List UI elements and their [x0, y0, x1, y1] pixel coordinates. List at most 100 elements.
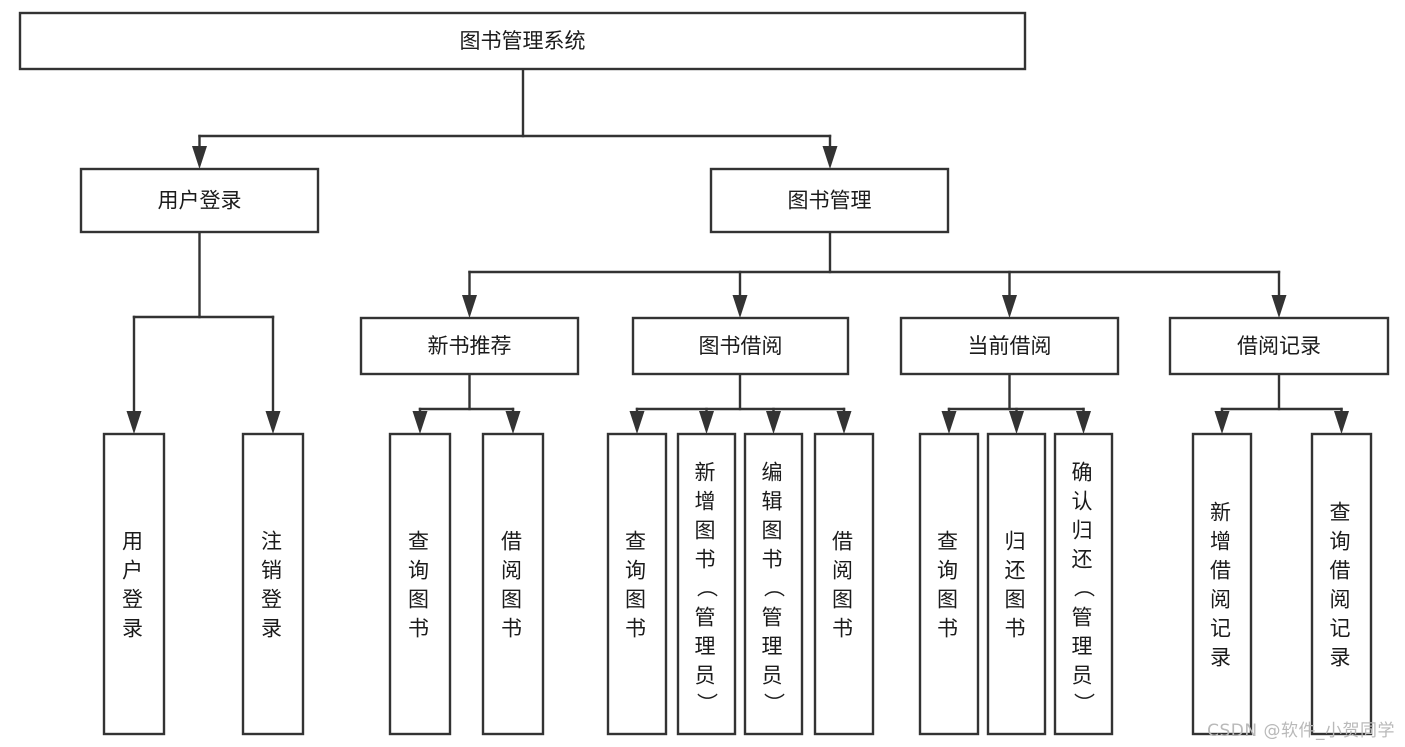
node-box[interactable] — [918, 432, 980, 736]
node-root-图书管理系统[interactable]: 图书管理系统 — [18, 11, 1027, 71]
arrow-head — [505, 411, 521, 434]
node-box[interactable] — [1053, 432, 1114, 736]
svg-text:阅: 阅 — [832, 559, 856, 583]
svg-text:录: 录 — [122, 617, 146, 641]
node-box[interactable] — [18, 11, 1027, 71]
arrow-head — [1076, 411, 1091, 434]
csdn-watermark: CSDN @软件_小贺同学 — [1207, 721, 1395, 741]
arrow-head — [941, 411, 957, 434]
svg-text:借: 借 — [501, 530, 525, 554]
svg-text:认: 认 — [1072, 490, 1096, 514]
node-box[interactable] — [743, 432, 804, 736]
svg-text:阅: 阅 — [501, 559, 525, 583]
node-leaf-0[interactable]: 用户登录 — [102, 432, 166, 736]
node-label: 新书推荐 — [428, 334, 512, 358]
node-level3-2[interactable]: 当前借阅 — [899, 316, 1120, 376]
svg-text:辑: 辑 — [762, 490, 786, 514]
node-box[interactable] — [102, 432, 166, 736]
svg-text:编: 编 — [762, 461, 786, 485]
arrow-head — [1214, 411, 1230, 434]
svg-text:员: 员 — [762, 664, 786, 688]
node-level2-1[interactable]: 图书管理 — [709, 167, 950, 234]
edge-borrow-to-leaves — [629, 372, 852, 434]
svg-text:查: 查 — [1330, 501, 1354, 525]
node-label: 图书管理系统 — [460, 29, 586, 53]
svg-text:录: 录 — [1330, 646, 1354, 670]
node-box[interactable] — [241, 432, 305, 736]
arrow-head — [822, 146, 838, 169]
svg-text:增: 增 — [1210, 530, 1234, 554]
svg-text:理: 理 — [1072, 635, 1096, 659]
node-box[interactable] — [1310, 432, 1373, 736]
svg-text:图: 图 — [762, 519, 786, 543]
node-level3-1[interactable]: 图书借阅 — [631, 316, 850, 376]
node-box[interactable] — [1168, 316, 1390, 376]
svg-text:登: 登 — [261, 588, 285, 612]
node-box[interactable] — [676, 432, 737, 736]
svg-text:（: （ — [1072, 577, 1096, 601]
node-level2-0[interactable]: 用户登录 — [79, 167, 320, 234]
svg-text:注: 注 — [261, 530, 285, 554]
arrow-head — [126, 411, 142, 434]
node-box[interactable] — [813, 432, 875, 736]
node-label: 用户登录 — [158, 189, 242, 213]
svg-text:图: 图 — [695, 519, 719, 543]
svg-text:询: 询 — [937, 559, 961, 583]
node-box[interactable] — [899, 316, 1120, 376]
node-level3-0[interactable]: 新书推荐 — [359, 316, 580, 376]
arrow-head — [836, 411, 852, 434]
node-box[interactable] — [986, 432, 1047, 736]
svg-text:图: 图 — [937, 588, 961, 612]
svg-text:查: 查 — [408, 530, 432, 554]
svg-text:户: 户 — [122, 559, 146, 583]
svg-text:增: 增 — [695, 490, 719, 514]
svg-text:管: 管 — [1072, 606, 1096, 630]
node-box[interactable] — [709, 167, 950, 234]
svg-text:归: 归 — [1005, 530, 1029, 554]
arrow-head — [1334, 411, 1349, 434]
edge-newbooks-to-leaves — [412, 372, 521, 434]
node-box[interactable] — [388, 432, 452, 736]
svg-text:）: ） — [695, 693, 719, 717]
node-label: 图书借阅 — [699, 334, 783, 358]
svg-text:询: 询 — [625, 559, 649, 583]
node-box[interactable] — [1191, 432, 1253, 736]
arrow-head — [192, 146, 207, 169]
svg-text:归: 归 — [1072, 519, 1096, 543]
node-box[interactable] — [79, 167, 320, 234]
svg-text:理: 理 — [695, 635, 719, 659]
node-box[interactable] — [481, 432, 545, 736]
svg-text:查: 查 — [937, 530, 961, 554]
svg-text:员: 员 — [1072, 664, 1096, 688]
node-box[interactable] — [359, 316, 580, 376]
node-box[interactable] — [606, 432, 668, 736]
node-label: 用户登录 — [122, 530, 146, 641]
svg-text:（: （ — [695, 577, 719, 601]
node-box[interactable] — [631, 316, 850, 376]
svg-text:录: 录 — [261, 617, 285, 641]
node-level3-3[interactable]: 借阅记录 — [1168, 316, 1390, 376]
svg-text:）: ） — [1072, 693, 1096, 717]
svg-text:还: 还 — [1072, 548, 1096, 572]
svg-text:借: 借 — [1330, 559, 1354, 583]
edge-bookmgmt-to-level3 — [462, 230, 1287, 318]
